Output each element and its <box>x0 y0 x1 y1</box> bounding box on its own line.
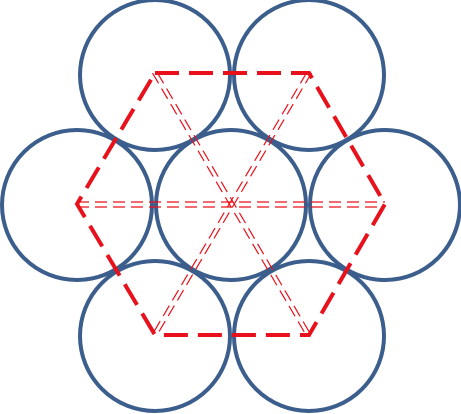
inner-spokes-group <box>77 72 385 336</box>
circle-center <box>154 128 308 282</box>
dashed-hexagon <box>74 71 388 337</box>
circle-bottom-left <box>78 259 232 413</box>
spoke-diagonal-b <box>151 72 313 336</box>
